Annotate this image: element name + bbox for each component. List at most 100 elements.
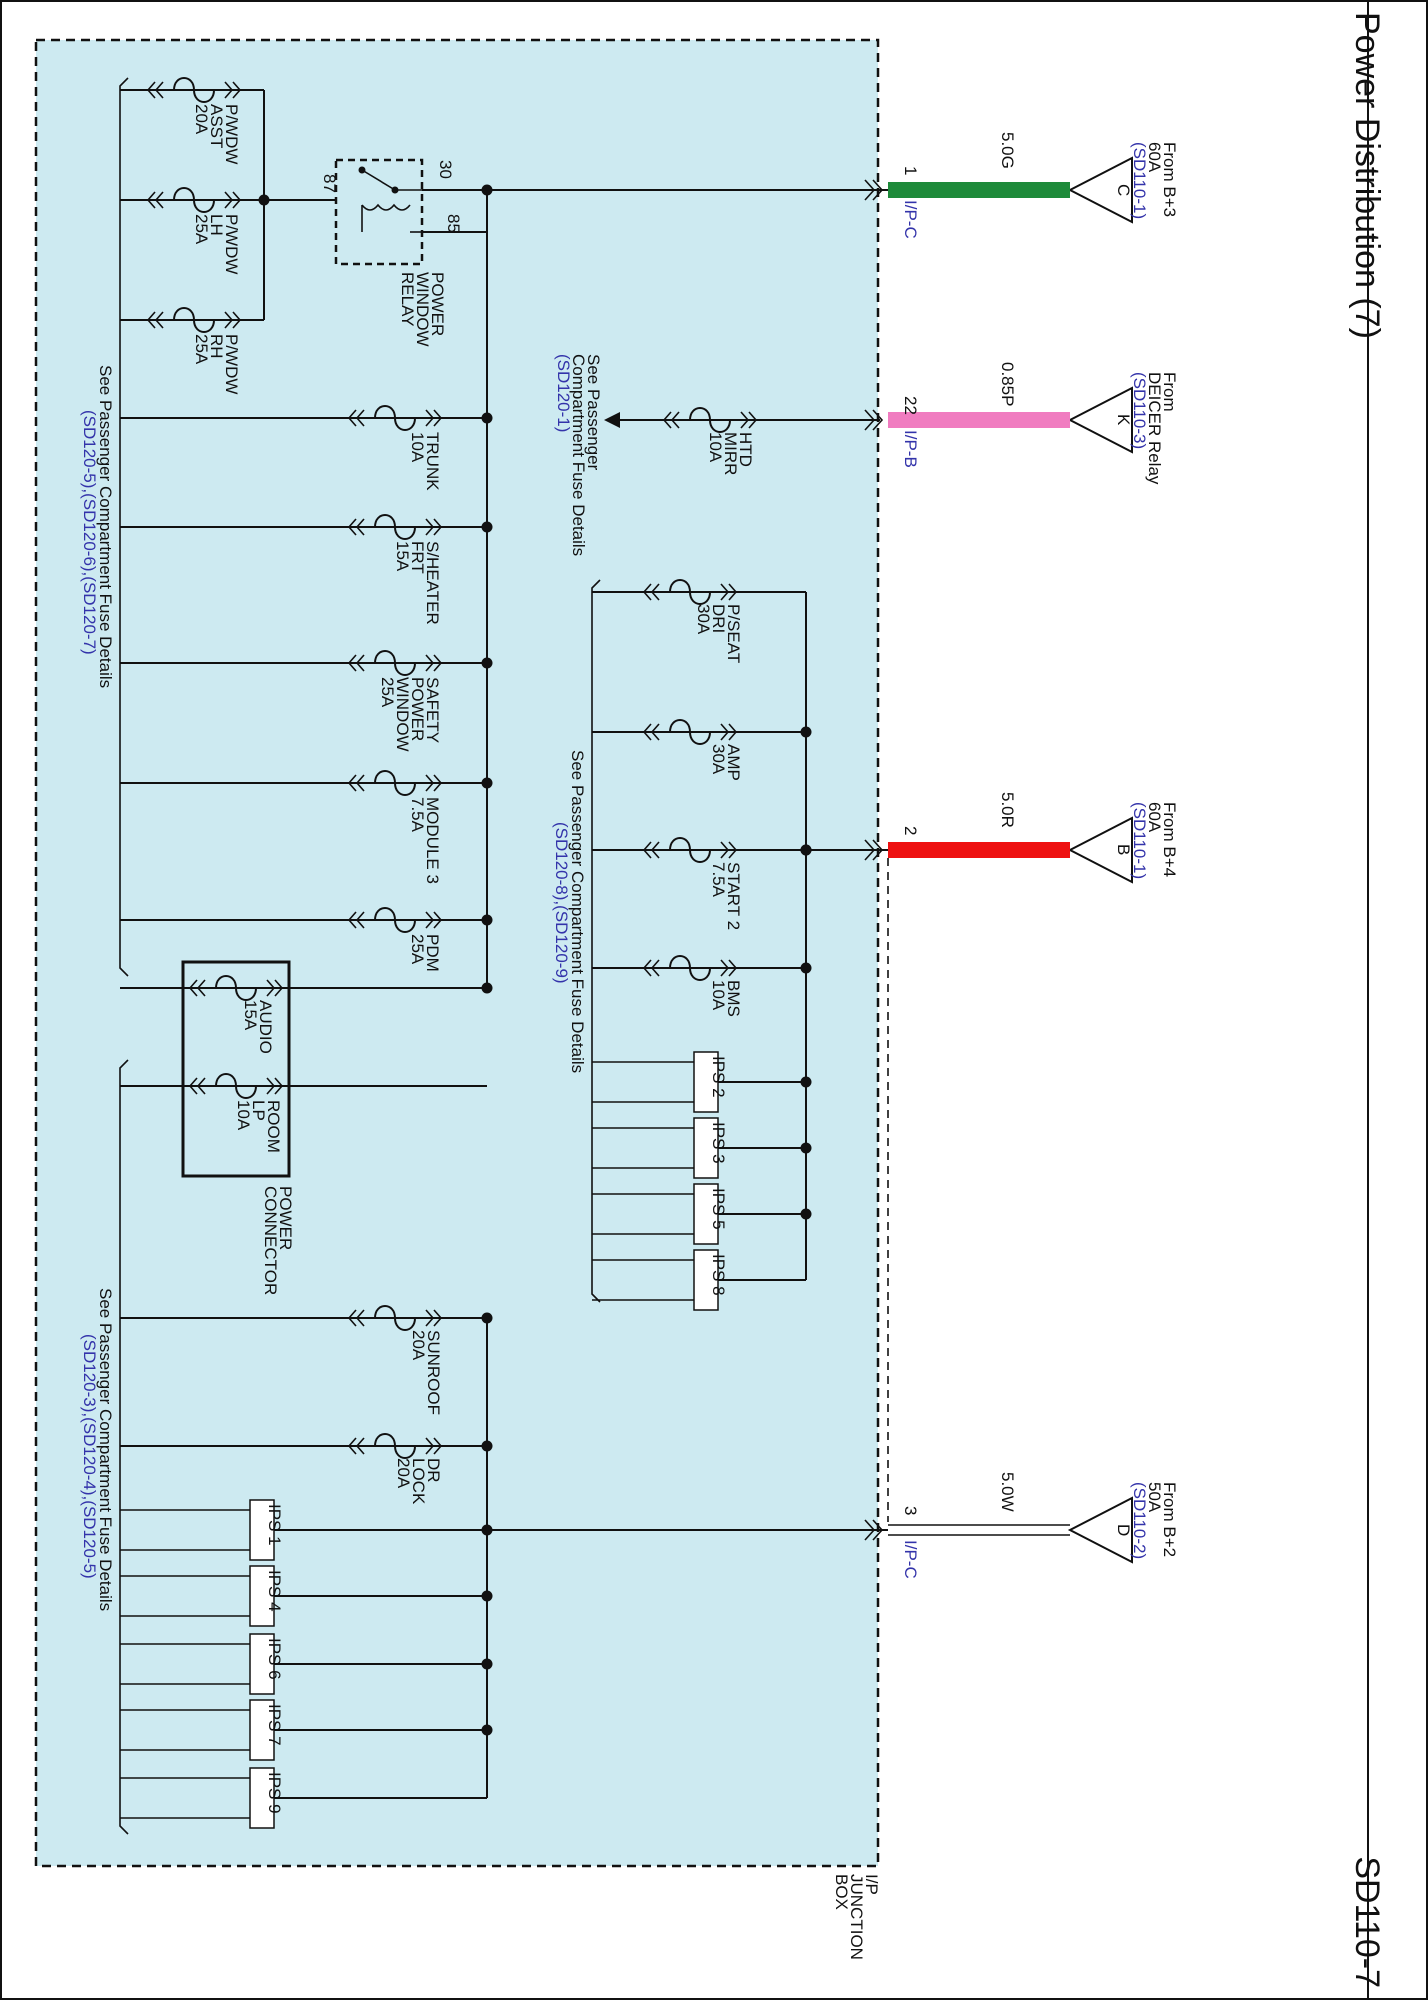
fuse-b4-4 — [642, 955, 738, 981]
fuse-label-room-lp-line-1: ROOM — [264, 1100, 283, 1153]
junction-dot-b4-3 — [800, 844, 812, 856]
connector-chevron — [355, 911, 365, 929]
source-ref-C: (SD110-1) — [1130, 142, 1149, 219]
connector-chevron — [347, 911, 357, 929]
fuse-label-8-line-1: PDM — [423, 934, 442, 972]
connector-chevron — [642, 583, 652, 601]
junction-dot-fuse-7 — [481, 777, 493, 789]
connector-chevron — [425, 1309, 435, 1327]
fuse-b4-3 — [642, 837, 738, 863]
connector-chevron — [650, 723, 660, 741]
fuse-label-1-line-3: 20A — [192, 104, 211, 135]
source-from-D: From B+2 — [1160, 1482, 1179, 1557]
source-triangle-K — [1067, 386, 1133, 454]
fuse-label-6-line-2: POWER — [408, 677, 427, 741]
fuse-audio — [188, 975, 284, 1001]
fuse-element — [215, 975, 257, 1001]
junction-dot-fuse-8 — [481, 914, 493, 926]
ref-htd-line-1: See Passenger — [584, 354, 603, 471]
connector-chevron — [347, 654, 357, 672]
fuse-trunk — [347, 405, 443, 431]
fuse-b4-label-1-line-2: DRI — [709, 604, 728, 633]
fuse-safety-power-window — [347, 650, 443, 676]
ips-b4-4-box — [693, 1249, 719, 1311]
fuse-element — [374, 770, 416, 796]
connector-chevron — [355, 518, 365, 536]
connector-chevron — [425, 409, 435, 427]
fuse-b2-label-2-line-3: 20A — [394, 1458, 413, 1489]
ips-b2-3-box — [249, 1633, 275, 1695]
ips-b2-2-label: IPS 4 — [265, 1570, 284, 1612]
ips-b4-4-label: IPS 8 — [709, 1254, 728, 1296]
junction-dot-fuse-5 — [481, 521, 493, 533]
page-title: Power Distribution (7) — [1348, 12, 1386, 339]
connector-chevron — [347, 1437, 357, 1455]
connector-chevron — [748, 411, 758, 429]
junction-dot-b2-feed — [481, 1524, 493, 1536]
fuse-b2-label-2-line-2: LOCK — [409, 1458, 428, 1505]
wire-label-K: 0.85P — [998, 362, 1017, 406]
fuse-element — [669, 837, 711, 863]
junction-dot-relay-output — [258, 194, 270, 206]
source-triangle-B — [1067, 816, 1133, 884]
junction-box-label-line-1: I/P — [862, 1874, 881, 1895]
wire-label-D: 5.0W — [998, 1472, 1017, 1512]
relay-contact-dot — [391, 186, 399, 194]
fuse-p-wdw-rh — [146, 307, 242, 333]
relay-pin-30: 30 — [436, 160, 455, 179]
connector-chevron — [347, 409, 357, 427]
ref-b2-line-1: See Passenger Compartment Fuse Details — [96, 1288, 115, 1611]
connector-chevron — [728, 723, 738, 741]
connector-chevron — [650, 583, 660, 601]
relay-dashed-box — [334, 158, 424, 266]
ref-htd-line-2: Compartment Fuse Details — [569, 354, 588, 556]
ips-b2-1-label: IPS 1 — [265, 1504, 284, 1546]
connector-name-D: I/P-C — [901, 1540, 920, 1579]
fuse-label-1-line-1: P/WDW — [222, 104, 241, 164]
connector-chevron — [266, 979, 276, 997]
ips-b2-5-box — [249, 1767, 275, 1829]
ref-b4-line-1: See Passenger Compartment Fuse Details — [568, 750, 587, 1073]
fuse-label-5-line-3: 15A — [393, 541, 412, 572]
junction-dot-audio — [481, 982, 493, 994]
source-from-B: From B+4 — [1160, 802, 1179, 877]
connector-chevron — [720, 583, 730, 601]
connector-chevron — [224, 311, 234, 329]
fuse-label-6-line-1: SAFETY — [423, 677, 442, 743]
junction-box-panel — [34, 38, 880, 1868]
ips-b4-3-box — [693, 1183, 719, 1245]
fuse-label-3-line-1: P/WDW — [222, 334, 241, 394]
entry-chevron-K — [872, 409, 884, 431]
source-ref-D: (SD110-2) — [1130, 1482, 1149, 1559]
connector-chevron — [274, 1077, 284, 1095]
connector-chevron — [642, 723, 652, 741]
junction-dot-ips-b4-3 — [800, 1208, 812, 1220]
fuse-element — [215, 1073, 257, 1099]
source-ref-K: (SD110-3) — [1130, 372, 1149, 449]
connector-name-C: I/P-C — [901, 200, 920, 239]
connector-chevron — [728, 959, 738, 977]
junction-dot-ips-b2-4 — [481, 1724, 493, 1736]
fuse-label-2-line-2: LH — [207, 214, 226, 236]
ips-b2-2-box — [249, 1565, 275, 1627]
relay-contact-dot — [358, 166, 366, 174]
fuse-room-lp — [188, 1073, 284, 1099]
connector-chevron — [154, 311, 164, 329]
connector-chevron — [146, 81, 156, 99]
fuse-label-htd-line-1: HTD — [736, 432, 755, 467]
connector-chevron — [274, 979, 284, 997]
fuse-label-6-line-4: 25A — [378, 677, 397, 708]
fuse-label-1-line-2: ASST — [207, 104, 226, 148]
relay-pin-85: 85 — [444, 214, 463, 233]
bracket-b2 — [119, 1059, 129, 1835]
fuse-label-3-line-2: RH — [207, 334, 226, 359]
junction-dot-fuse-6 — [481, 657, 493, 669]
connector-chevron — [146, 311, 156, 329]
connector-chevron — [433, 1437, 443, 1455]
entry-chevron-K — [864, 409, 876, 431]
fuse-b4-label-2-line-1: AMP — [724, 744, 743, 781]
power-connector-box — [181, 960, 291, 1178]
fuse-element — [374, 1433, 416, 1459]
